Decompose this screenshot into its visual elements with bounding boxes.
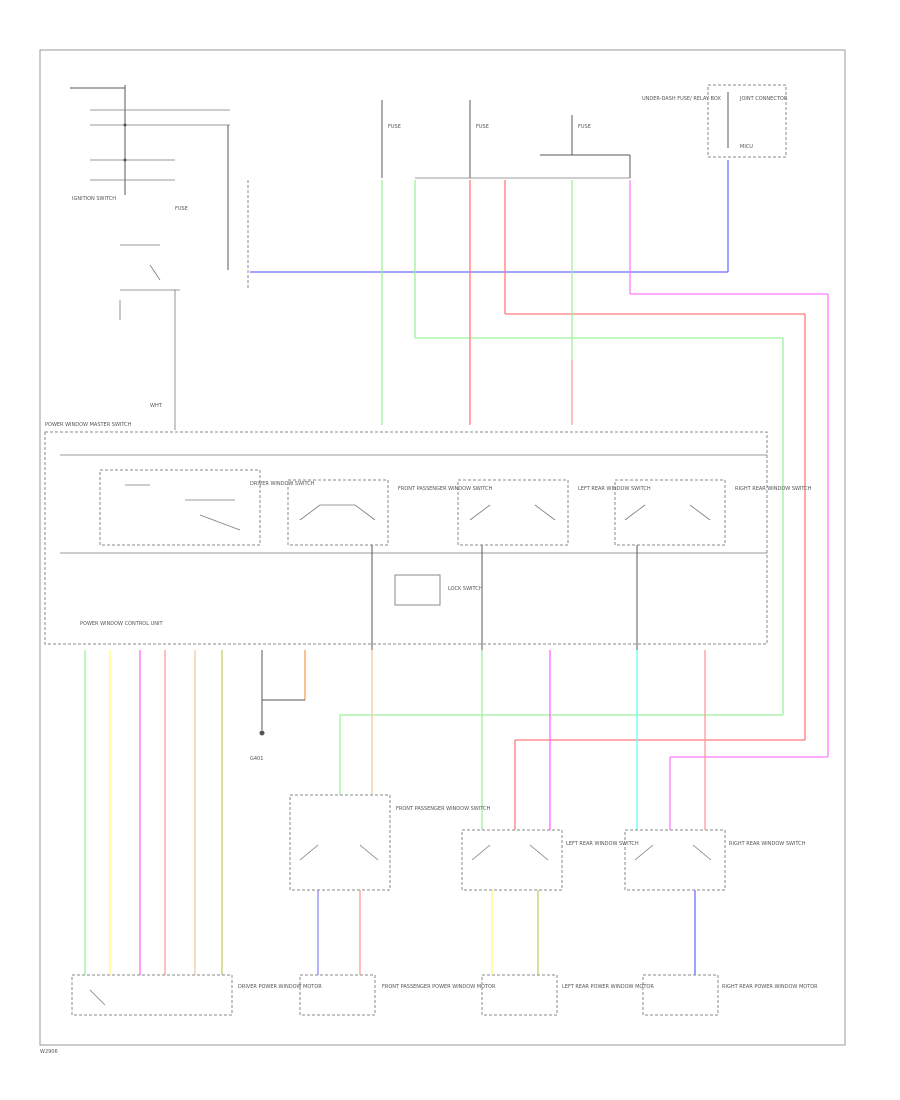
ground-g401: G401	[250, 650, 305, 762]
ground-label: G401	[250, 756, 263, 762]
front-pass-lower-switch: FRONT PASSENGER WINDOW SWITCH	[289, 794, 490, 891]
front-pass-switch-label: FRONT PASSENGER WINDOW SWITCH	[398, 486, 492, 492]
connector-label: JOINT CONNECTOR	[739, 96, 788, 102]
corner-code: W2906	[40, 1049, 58, 1055]
fuse-feeds: FUSE FUSE FUSE UNDER-DASH FUSE/ RELAY BO…	[247, 96, 722, 290]
fuse-label-3: FUSE	[476, 124, 489, 130]
control-unit-label: POWER WINDOW CONTROL UNIT	[80, 621, 163, 627]
jb-note: UNDER-DASH FUSE/ RELAY BOX	[642, 96, 722, 102]
diagram-frame	[39, 49, 846, 1046]
left-rear-switch-label: LEFT REAR WINDOW SWITCH	[578, 486, 651, 492]
colored-wires	[84, 160, 829, 975]
driver-motor-label: DRIVER POWER WINDOW MOTOR	[238, 984, 322, 990]
master-switch-label: POWER WINDOW MASTER SWITCH	[45, 422, 132, 428]
right-rear-switch-label: RIGHT REAR WINDOW SWITCH	[735, 486, 812, 492]
front-pass-lower-label: FRONT PASSENGER WINDOW SWITCH	[396, 806, 490, 812]
right-rear-lower-label: RIGHT REAR WINDOW SWITCH	[729, 841, 806, 847]
fuse-label-2: FUSE	[388, 124, 401, 130]
ground-box-label: MICU	[740, 144, 753, 150]
fuse-label-1: FUSE	[175, 206, 188, 212]
ignition-switch-label: IGNITION SWITCH	[72, 196, 116, 202]
left-rear-lower-label: LEFT REAR WINDOW SWITCH	[566, 841, 639, 847]
front-pass-motor-label: FRONT PASSENGER POWER WINDOW MOTOR	[382, 984, 496, 990]
left-rear-motor: LEFT REAR POWER WINDOW MOTOR	[481, 974, 654, 1016]
driver-switch-label: DRIVER WINDOW SWITCH	[250, 481, 315, 487]
right-rear-lower-switch: RIGHT REAR WINDOW SWITCH	[624, 829, 806, 891]
right-rear-motor: RIGHT REAR POWER WINDOW MOTOR	[642, 974, 818, 1016]
top-right-box: JOINT CONNECTOR MICU	[707, 84, 788, 158]
ignition-switch: IGNITION SWITCH FUSE WHT	[70, 85, 230, 430]
left-rear-motor-label: LEFT REAR POWER WINDOW MOTOR	[562, 984, 654, 990]
driver-motor: DRIVER POWER WINDOW MOTOR	[71, 974, 322, 1016]
left-rear-lower-switch: LEFT REAR WINDOW SWITCH	[461, 829, 639, 891]
master-switch: POWER WINDOW MASTER SWITCH DRIVER WINDOW…	[44, 422, 812, 650]
right-rear-motor-label: RIGHT REAR POWER WINDOW MOTOR	[722, 984, 818, 990]
fuse-label-4: FUSE	[578, 124, 591, 130]
lock-switch-label: LOCK SWITCH	[448, 586, 483, 592]
front-pass-motor: FRONT PASSENGER POWER WINDOW MOTOR	[299, 974, 496, 1016]
svg-text:WHT: WHT	[150, 403, 163, 409]
